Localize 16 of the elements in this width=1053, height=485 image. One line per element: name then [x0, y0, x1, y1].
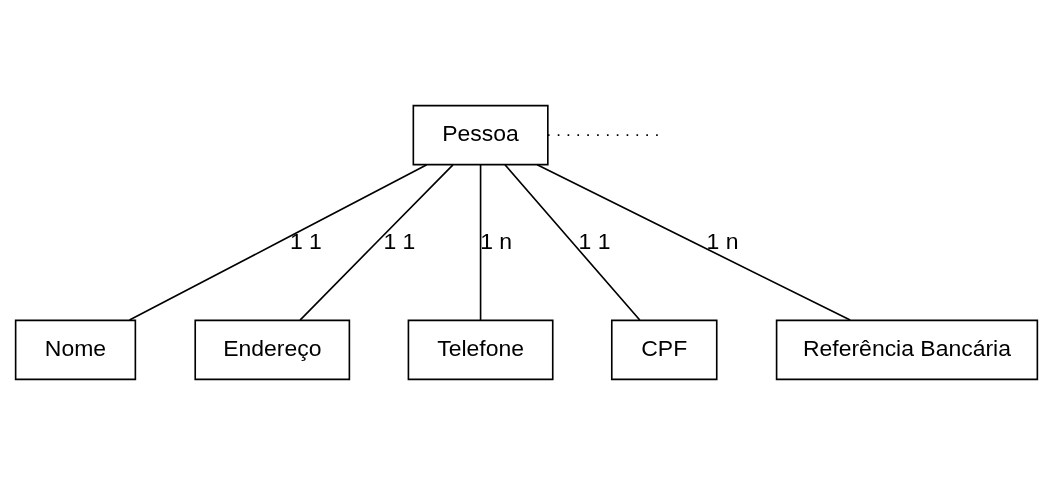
node-box: Telefone [407, 319, 554, 381]
node-box: CPF [610, 319, 718, 381]
connector [479, 164, 482, 321]
node-box: Referência Bancária [775, 319, 1039, 381]
node-box: Nome [14, 319, 137, 381]
connector [299, 164, 454, 321]
connector [504, 164, 641, 321]
node-box: Endereço [194, 319, 351, 381]
connector [536, 164, 851, 321]
edge-label: 1 1 [383, 227, 416, 254]
edge-label: 1 1 [578, 227, 611, 254]
connector [128, 164, 428, 321]
edge-label: 1 1 [289, 227, 322, 254]
edge-label: 1 n [480, 227, 513, 254]
edge-label: 1 n [706, 227, 739, 254]
node-box: Pessoa [412, 104, 549, 166]
